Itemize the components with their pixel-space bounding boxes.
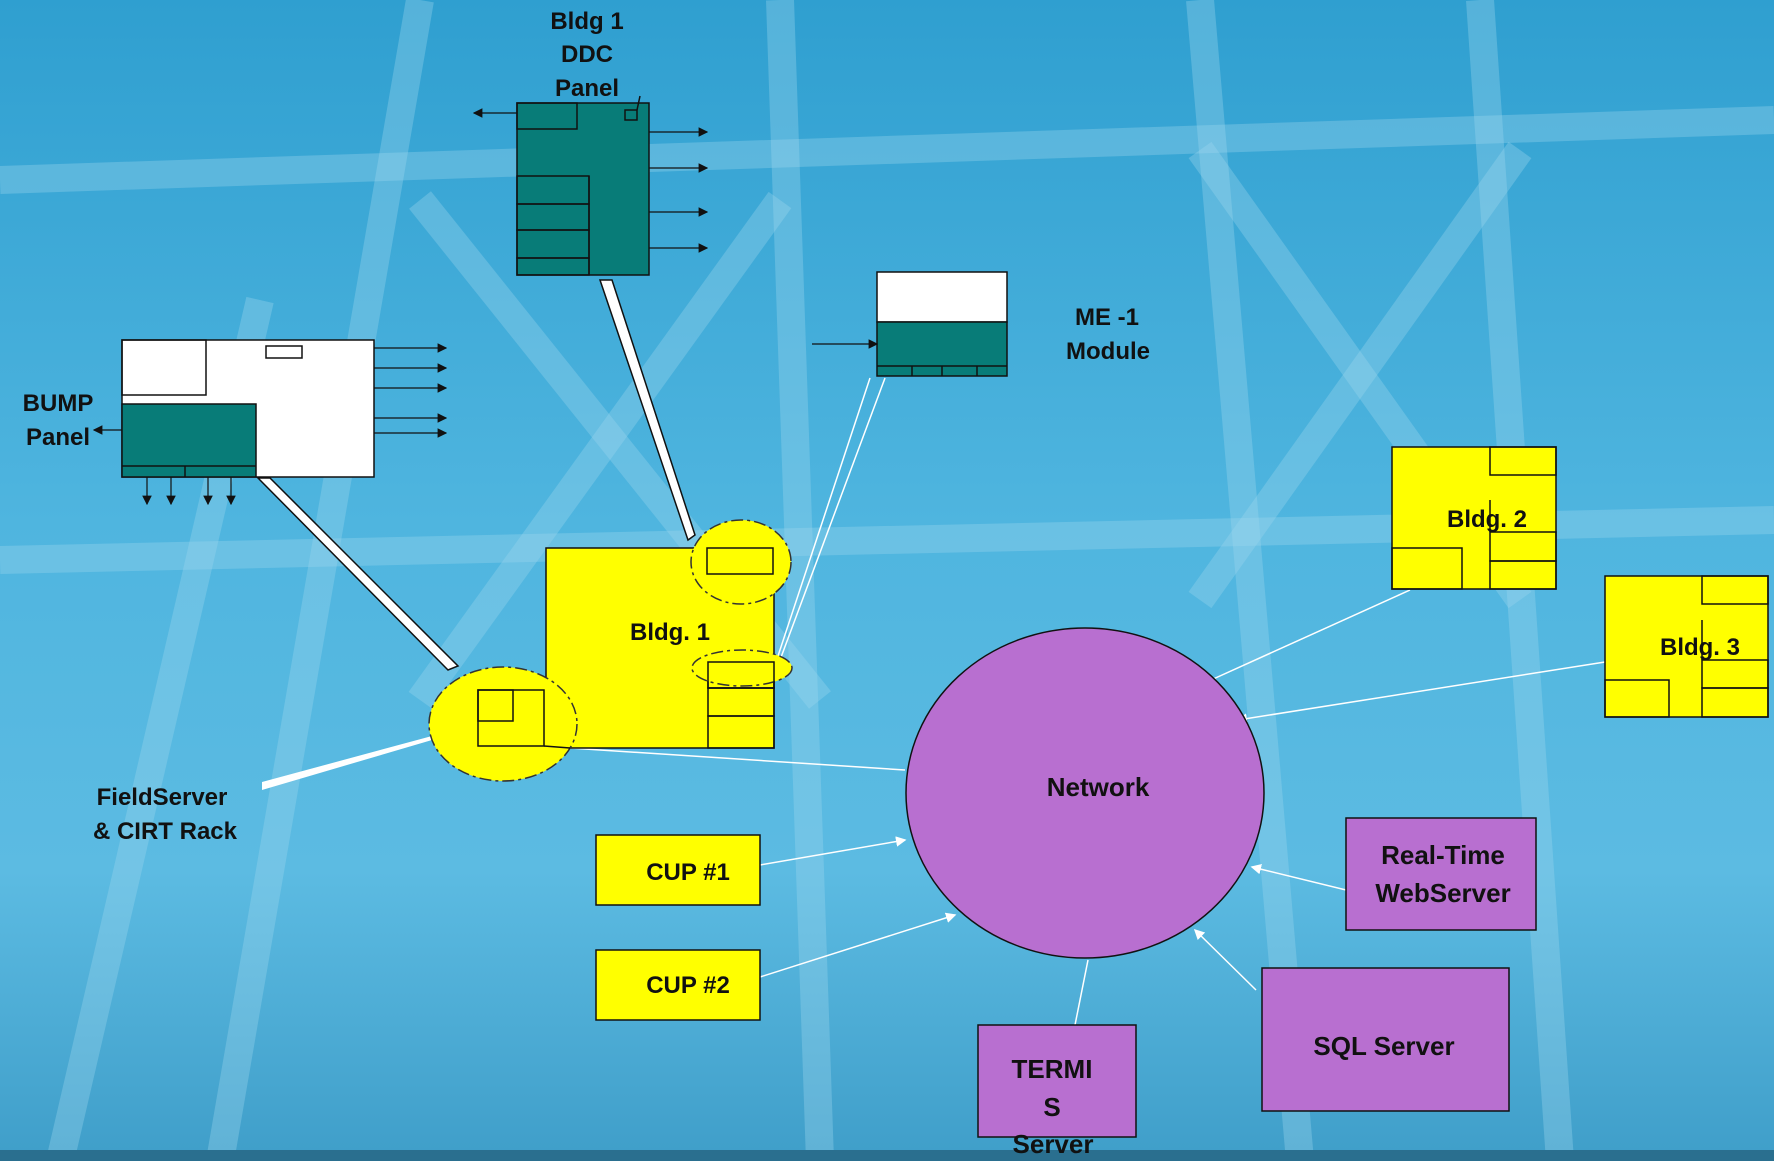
ddc-label-2: DDC [561, 41, 613, 68]
bump-label-1: BUMP [23, 390, 94, 417]
bldg2-label: Bldg. 2 [1447, 506, 1527, 533]
termis-label-1: TERMI [1012, 1054, 1093, 1084]
me1-module [812, 271, 1008, 377]
realtime-webserver-box [1345, 817, 1537, 931]
termis-label-3: Server [1013, 1129, 1094, 1159]
ddc-label-3: Panel [555, 75, 619, 102]
me1-label-2: Module [1066, 338, 1150, 365]
cup2-label: CUP #2 [646, 972, 730, 999]
sql-label: SQL Server [1313, 1031, 1454, 1061]
link-realtime-network [1250, 864, 1347, 891]
bump-label-2: Panel [26, 424, 90, 451]
callout-bump [256, 477, 460, 671]
fieldserver-callout-ellipse [428, 666, 578, 782]
link-termis-network [1074, 959, 1089, 1026]
realtime-label-2: WebServer [1375, 878, 1510, 908]
bldg3-label: Bldg. 3 [1660, 634, 1740, 661]
bldg3-box [1604, 575, 1769, 718]
ddc-panel [472, 95, 709, 276]
link-sql-network [1193, 928, 1257, 991]
termis-server-box [977, 1024, 1137, 1138]
callout-ddc [598, 279, 696, 542]
link-cup1-network [759, 836, 907, 866]
me1-callout-ellipse [691, 649, 793, 689]
termis-label-2: S [1043, 1092, 1060, 1122]
callout-fieldserver [262, 736, 432, 790]
cup2-box [595, 949, 761, 1021]
link-bldg1-network [569, 747, 906, 771]
link-cup2-network [759, 912, 957, 978]
bldg2-box [1391, 446, 1557, 590]
bldg1-label: Bldg. 1 [630, 619, 710, 646]
link-me1-b [774, 377, 871, 666]
fieldserver-label-2: & CIRT Rack [93, 818, 238, 845]
link-bldg2-network [1198, 589, 1411, 687]
link-bldg3-network [1236, 661, 1606, 724]
realtime-label-1: Real-Time [1381, 840, 1505, 870]
bottom-bar [0, 1150, 1774, 1161]
ddc-label-1: Bldg 1 [550, 8, 623, 35]
sql-server-box [1261, 967, 1510, 1112]
fieldserver-label-1: FieldServer [97, 784, 228, 811]
network-links [569, 377, 1606, 1026]
cup1-label: CUP #1 [646, 859, 730, 886]
bump-panel [92, 339, 448, 506]
network-label: Network [1047, 772, 1150, 802]
link-me1-a [779, 377, 886, 661]
ddc-callout-ellipse [690, 519, 792, 605]
cup1-box [595, 834, 761, 906]
me1-label-1: ME -1 [1075, 304, 1139, 331]
network-node [905, 627, 1265, 959]
